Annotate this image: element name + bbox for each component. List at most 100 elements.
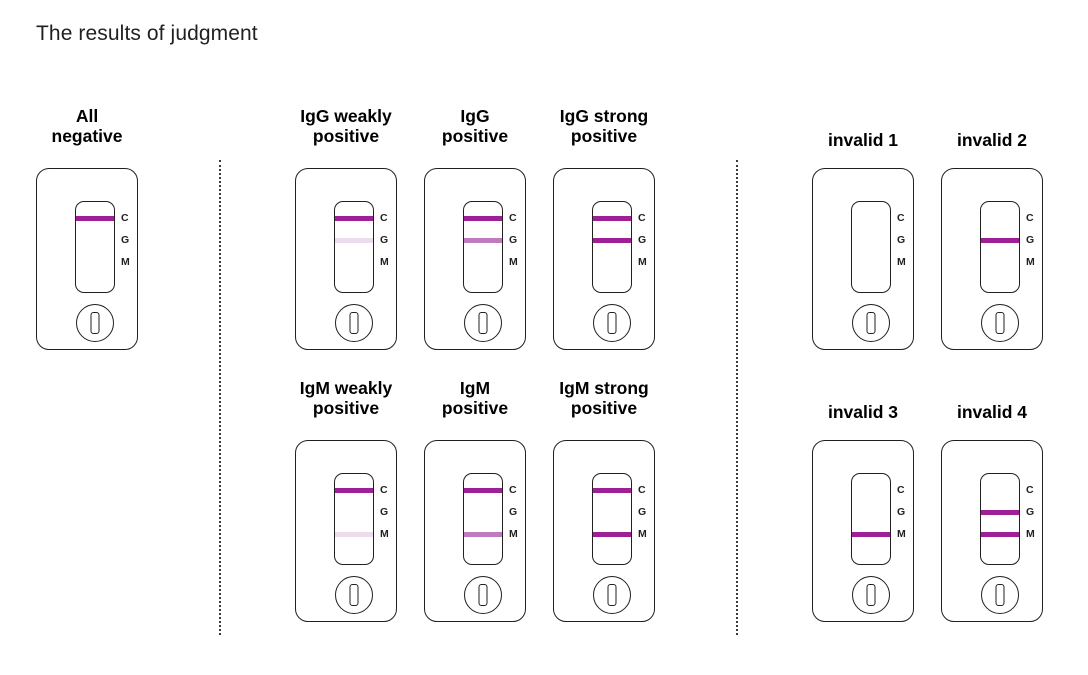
band-mark-m: M xyxy=(380,528,389,540)
result-window-igm-strong-positive xyxy=(592,473,632,565)
band-m-invalid-4 xyxy=(981,532,1019,537)
band-c-igm-positive xyxy=(464,488,502,493)
cassette-label-igg-weakly-positive: IgG weakly positive xyxy=(300,106,392,147)
band-mark-m: M xyxy=(380,256,389,268)
band-c-igm-strong-positive xyxy=(593,488,631,493)
sample-well-slot-icon xyxy=(478,312,488,334)
divider-left xyxy=(219,160,221,635)
sample-well-invalid-4 xyxy=(981,576,1019,614)
band-c-igm-weakly-positive xyxy=(335,488,373,493)
band-m-igm-weakly-positive xyxy=(335,532,373,537)
sample-well-invalid-1 xyxy=(852,304,890,342)
band-mark-c: C xyxy=(509,484,517,496)
band-mark-g: G xyxy=(1026,506,1035,518)
page-title: The results of judgment xyxy=(36,22,258,45)
cassette-label-igm-positive: IgM positive xyxy=(441,378,509,419)
sample-well-igg-strong-positive xyxy=(593,304,631,342)
cassette-label-invalid-2: invalid 2 xyxy=(956,130,1028,150)
band-mark-g: G xyxy=(897,234,906,246)
cassette-label-invalid-4: invalid 4 xyxy=(956,402,1028,422)
band-g-invalid-4 xyxy=(981,510,1019,515)
band-c-igg-weakly-positive xyxy=(335,216,373,221)
sample-well-invalid-2 xyxy=(981,304,1019,342)
sample-well-igm-strong-positive xyxy=(593,576,631,614)
divider-right xyxy=(736,160,738,635)
band-mark-g: G xyxy=(509,234,518,246)
result-window-igg-strong-positive xyxy=(592,201,632,293)
band-mark-g: G xyxy=(638,234,647,246)
result-window-invalid-2 xyxy=(980,201,1020,293)
band-c-igg-strong-positive xyxy=(593,216,631,221)
sample-well-slot-icon xyxy=(349,584,359,606)
sample-well-igm-weakly-positive xyxy=(335,576,373,614)
sample-well-slot-icon xyxy=(866,312,876,334)
band-mark-m: M xyxy=(638,256,647,268)
band-mark-m: M xyxy=(897,528,906,540)
cassette-label-igg-positive: IgG positive xyxy=(441,106,509,147)
band-mark-g: G xyxy=(638,506,647,518)
result-window-invalid-3 xyxy=(851,473,891,565)
band-mark-g: G xyxy=(121,234,130,246)
sample-well-slot-icon xyxy=(607,584,617,606)
band-mark-m: M xyxy=(509,256,518,268)
band-c-igg-positive xyxy=(464,216,502,221)
band-g-igg-weakly-positive xyxy=(335,238,373,243)
band-g-igg-positive xyxy=(464,238,502,243)
cassette-label-all-negative: All negative xyxy=(51,106,123,147)
band-mark-m: M xyxy=(638,528,647,540)
result-window-all-negative xyxy=(75,201,115,293)
result-window-igm-weakly-positive xyxy=(334,473,374,565)
band-mark-g: G xyxy=(380,234,389,246)
result-window-igg-weakly-positive xyxy=(334,201,374,293)
result-window-invalid-4 xyxy=(980,473,1020,565)
cassette-label-igm-weakly-positive: IgM weakly positive xyxy=(299,378,393,419)
result-window-invalid-1 xyxy=(851,201,891,293)
sample-well-slot-icon xyxy=(90,312,100,334)
cassette-label-igm-strong-positive: IgM strong positive xyxy=(559,378,649,419)
result-window-igg-positive xyxy=(463,201,503,293)
band-mark-m: M xyxy=(897,256,906,268)
band-mark-c: C xyxy=(638,212,646,224)
band-mark-c: C xyxy=(380,212,388,224)
band-mark-g: G xyxy=(1026,234,1035,246)
band-mark-c: C xyxy=(380,484,388,496)
band-mark-c: C xyxy=(638,484,646,496)
band-mark-m: M xyxy=(1026,528,1035,540)
band-mark-g: G xyxy=(380,506,389,518)
result-window-igm-positive xyxy=(463,473,503,565)
band-c-all-negative xyxy=(76,216,114,221)
band-mark-c: C xyxy=(121,212,129,224)
sample-well-igm-positive xyxy=(464,576,502,614)
band-mark-c: C xyxy=(1026,484,1034,496)
sample-well-igg-positive xyxy=(464,304,502,342)
cassette-label-invalid-1: invalid 1 xyxy=(827,130,899,150)
band-mark-m: M xyxy=(509,528,518,540)
cassette-label-igg-strong-positive: IgG strong positive xyxy=(559,106,649,147)
cassette-label-invalid-3: invalid 3 xyxy=(827,402,899,422)
band-mark-g: G xyxy=(509,506,518,518)
band-g-igg-strong-positive xyxy=(593,238,631,243)
band-mark-c: C xyxy=(509,212,517,224)
sample-well-slot-icon xyxy=(478,584,488,606)
band-mark-g: G xyxy=(897,506,906,518)
band-mark-c: C xyxy=(897,212,905,224)
